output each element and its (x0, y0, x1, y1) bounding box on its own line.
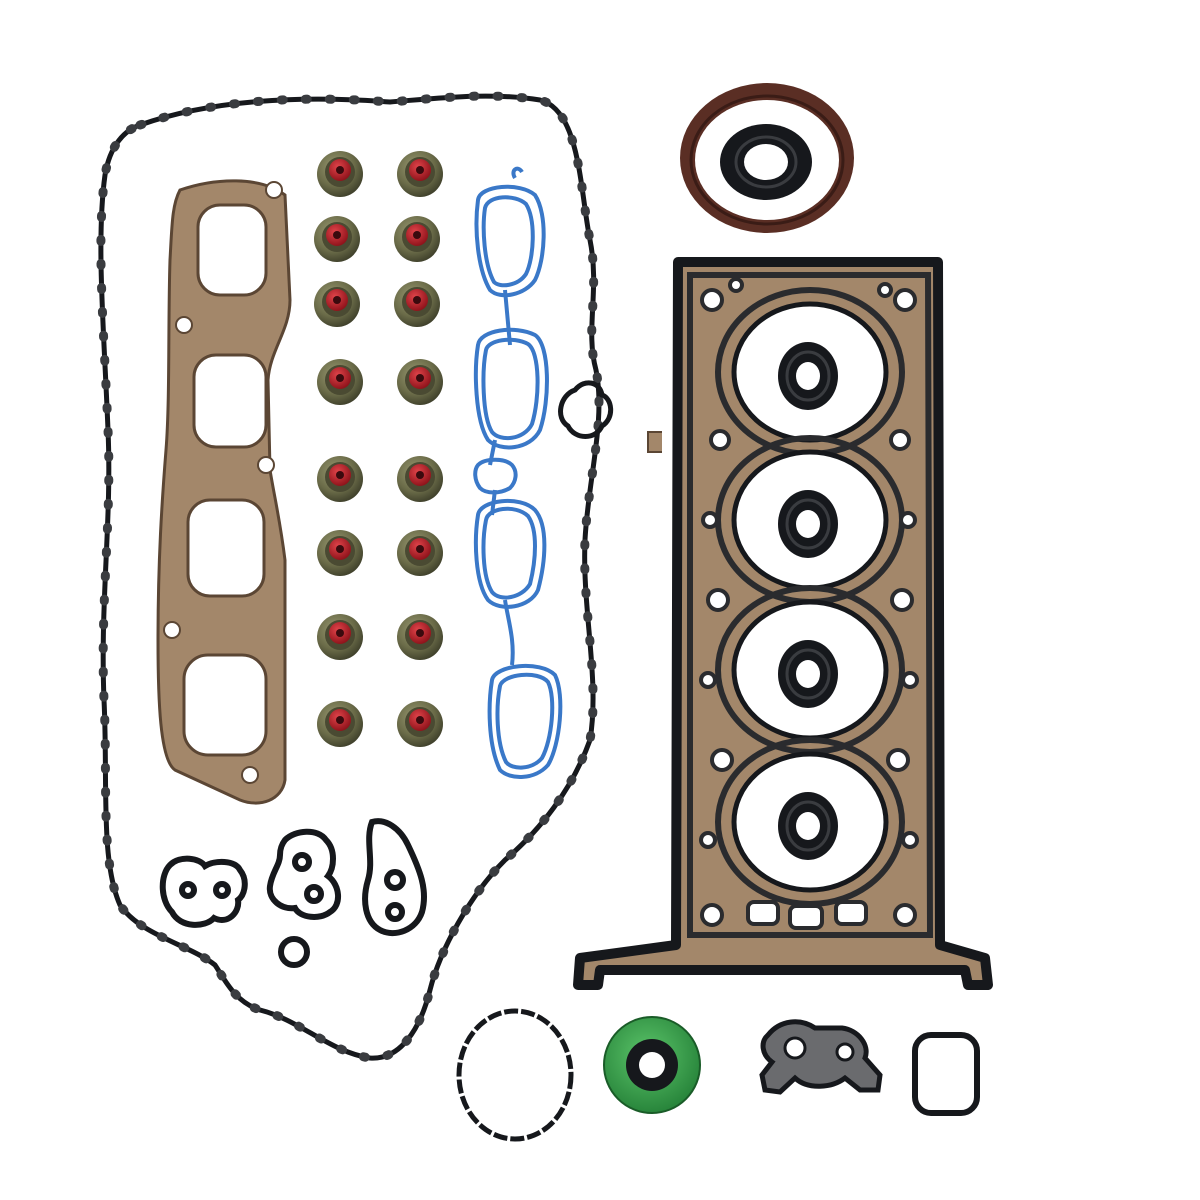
thermostat-housing-gasket (266, 828, 341, 920)
bracket-gasket (759, 1019, 883, 1095)
valve-stem-seal (397, 614, 443, 660)
water-outlet-gasket (362, 818, 428, 937)
cylinder-head-gasket (573, 257, 993, 990)
valve-stem-seal (317, 530, 363, 576)
small-o-ring (278, 936, 310, 968)
cylinder-bores (715, 287, 905, 907)
round-o-ring (456, 1008, 574, 1142)
valve-cover-gasket-texture (96, 91, 604, 1063)
valve-stem-seal (397, 151, 443, 197)
coolant-holes (699, 277, 919, 927)
square-seal (912, 1032, 980, 1116)
valve-stem-seal (394, 216, 440, 262)
oil-cooler-gasket (159, 855, 248, 928)
cylinder-bore (715, 585, 905, 755)
valve-stem-seal (317, 359, 363, 405)
lower-water-jacket-slots (746, 900, 868, 930)
valve-stem-seal (397, 456, 443, 502)
valve-stem-seal (397, 701, 443, 747)
valve-stem-seal (317, 151, 363, 197)
camshaft-seal (720, 124, 812, 200)
cylinder-bore (715, 287, 905, 457)
valve-stem-seal (397, 530, 443, 576)
intake-manifold-gasket (473, 166, 563, 779)
valve-stem-seals (314, 151, 443, 747)
valve-stem-seal (394, 281, 440, 327)
exhaust-manifold-gasket (156, 179, 292, 805)
cylinder-bore (715, 737, 905, 907)
spark-plug-tube-o-ring (558, 380, 614, 439)
valve-stem-seal (314, 281, 360, 327)
valve-stem-seal (397, 359, 443, 405)
valve-stem-seal (314, 216, 360, 262)
valve-stem-seal (317, 614, 363, 660)
green-seal (603, 1016, 701, 1114)
valve-stem-seal (317, 456, 363, 502)
valve-stem-seal (317, 701, 363, 747)
cylinder-bore (715, 435, 905, 605)
